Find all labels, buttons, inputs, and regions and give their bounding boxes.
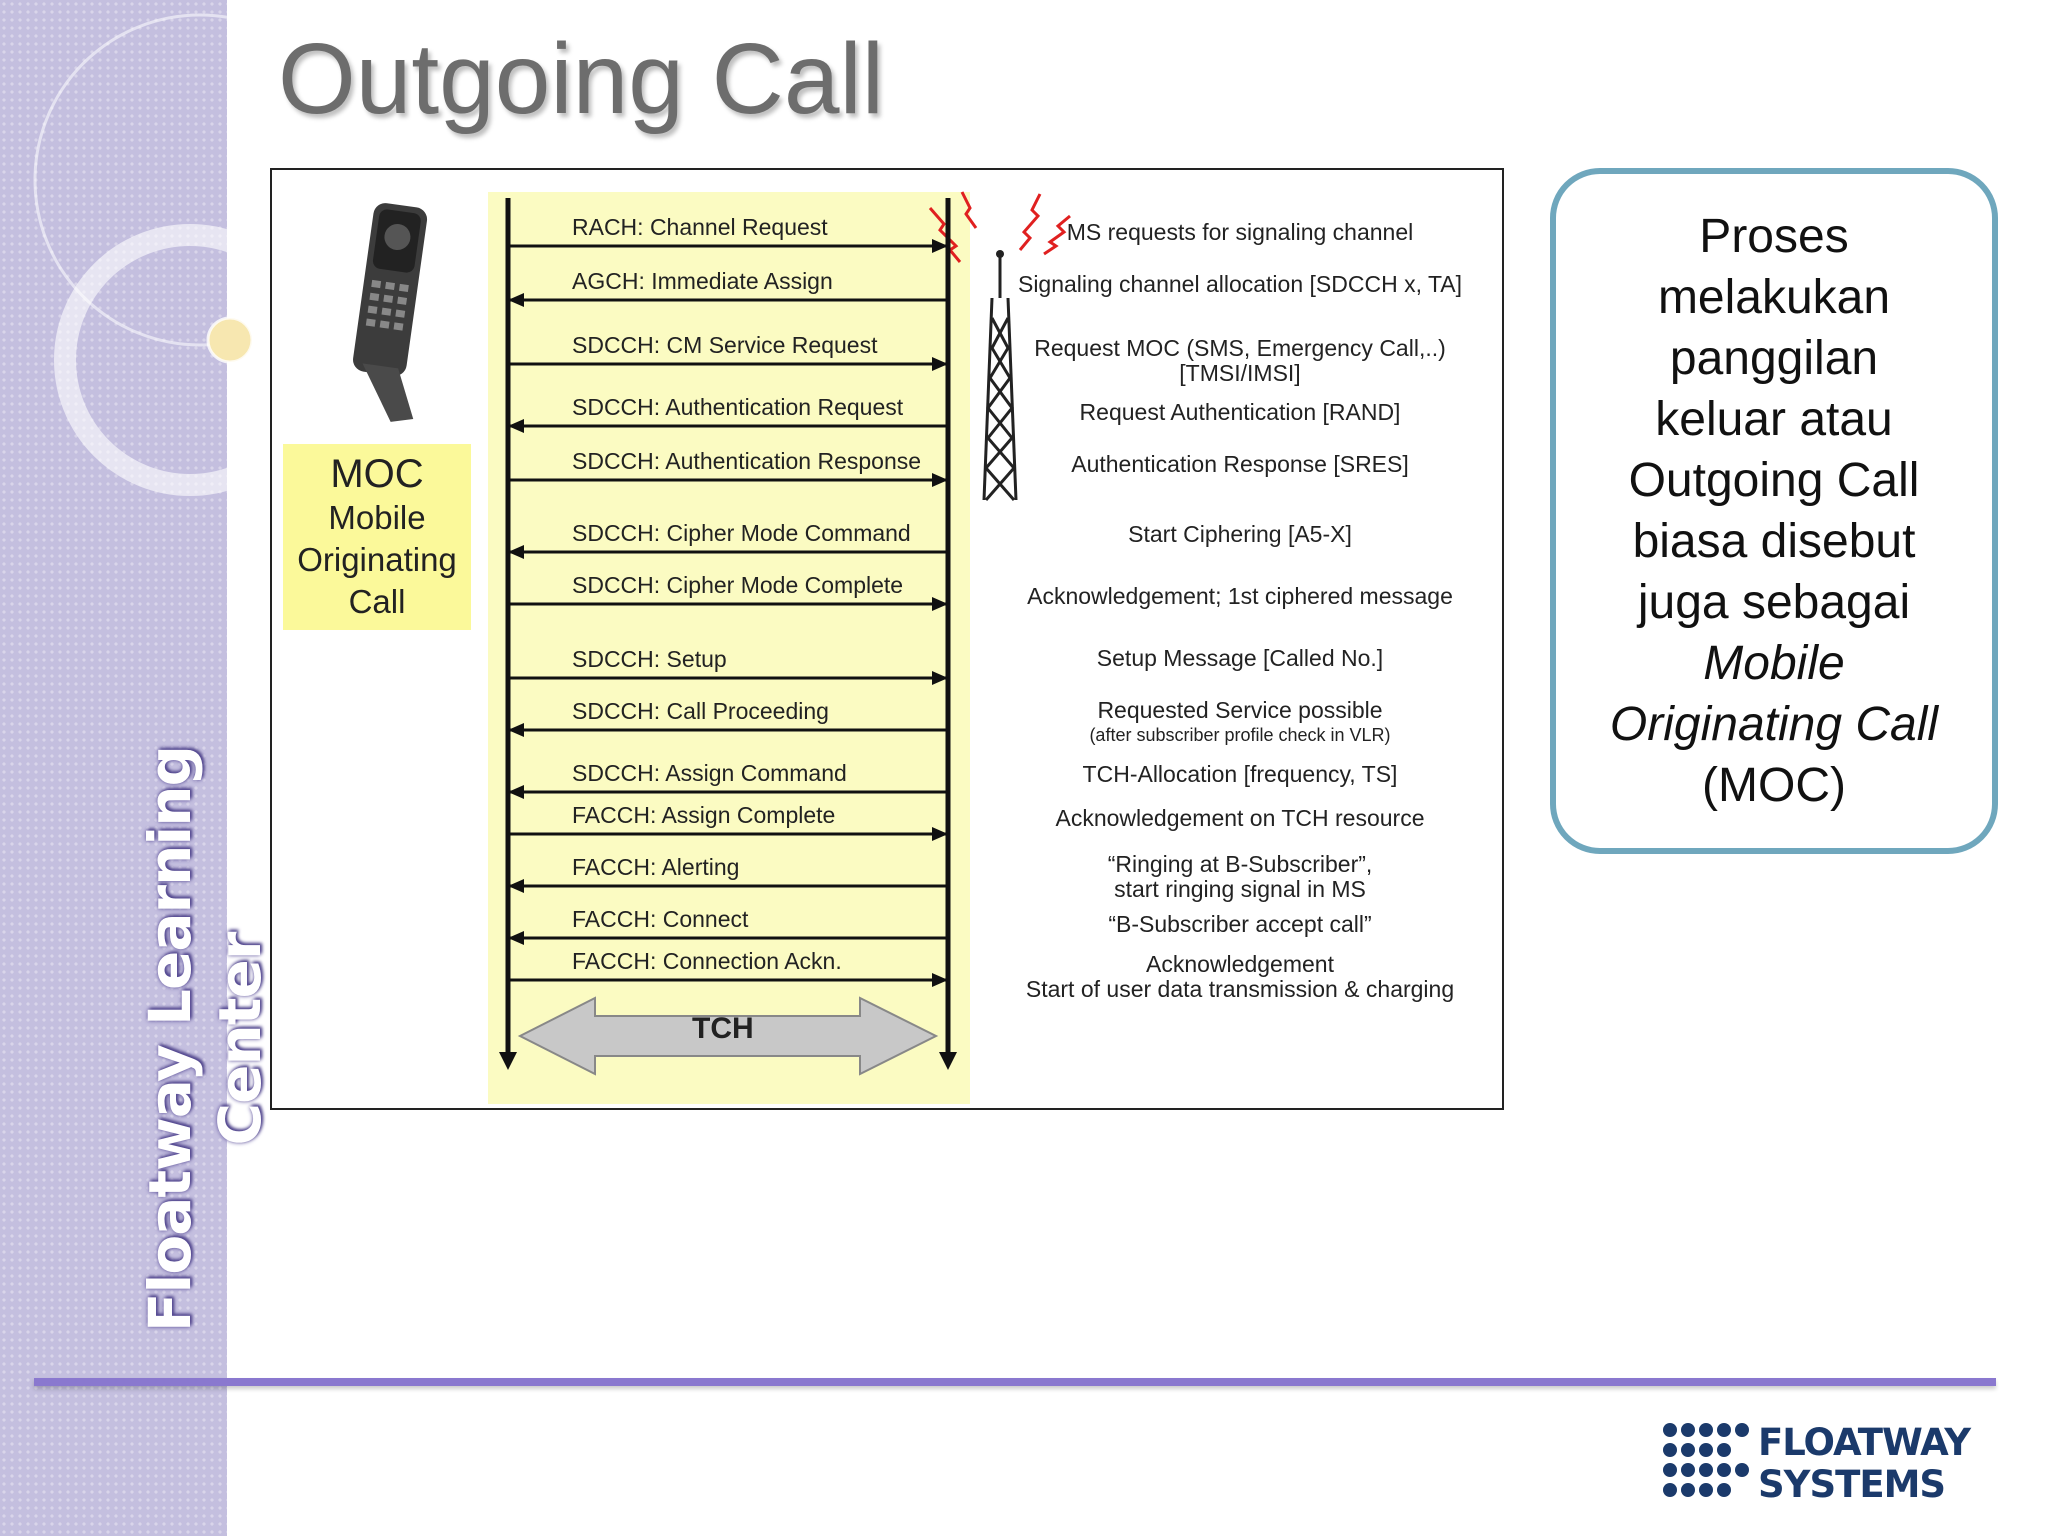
description-line: Request Authentication [RAND] [1079,399,1401,425]
message-label: SDCCH: Setup [572,646,727,672]
description-line: “Ringing at B-Subscriber”, [1107,851,1373,877]
ms-lifeline-arrowhead [499,1052,517,1070]
message-label: SDCCH: Authentication Request [572,394,904,420]
moc-abbrev: MOC [330,452,424,496]
callout-line-3: panggilan [1669,332,1879,385]
message-label: FACCH: Connection Ackn. [572,948,842,974]
mobile-phone-icon [353,203,428,422]
message-label: SDCCH: Assign Command [572,760,847,786]
description-line: start ringing signal in MS [1114,876,1366,902]
message-label: FACCH: Assign Complete [572,802,836,828]
message-description: TCH-Allocation [frequency, TS] [1083,762,1398,787]
moc-line-mobile: Mobile [328,499,426,536]
tch-label: TCH [692,1012,754,1045]
callout-line-9: Originating Call [1609,698,1939,751]
arrowhead-right [932,973,948,987]
message-label: SDCCH: Authentication Response [572,448,922,474]
description-line: Request MOC (SMS, Emergency Call,..) [1034,335,1446,361]
callout-line-10: (MOC) [1702,759,1846,812]
message-description: Request Authentication [RAND] [1080,400,1401,425]
moc-line-originating: Originating [297,541,457,578]
description-line: Start of user data transmission & chargi… [1025,976,1455,1002]
callout-line-4: keluar atau [1655,393,1893,446]
arrowhead-right [932,597,948,611]
slide-title: Outgoing Call [278,23,884,135]
bts-lifeline-arrowhead [939,1052,957,1070]
description-line: MS requests for signaling channel [1066,219,1414,245]
message-label: SDCCH: Cipher Mode Complete [572,572,904,598]
message-label: FACCH: Connect [572,906,749,932]
logo-dots-icon [1663,1423,1749,1497]
moc-line-call: Call [348,583,406,620]
message-label: RACH: Channel Request [572,214,828,240]
message-flow-background [488,192,970,1104]
arrowhead-left [508,931,524,945]
message-description: Request MOC (SMS, Emergency Call,..)[TMS… [1034,336,1446,386]
message-description: “B-Subscriber accept call” [1108,912,1371,937]
arrowhead-right [932,671,948,685]
message-description: Authentication Response [SRES] [1071,452,1409,477]
arrowhead-left [508,293,524,307]
message-description: Signaling channel allocation [SDCCH x, T… [1018,272,1462,297]
arrowhead-right [932,827,948,841]
arrowhead-left [508,785,524,799]
explanation-callout: Proses melakukan panggilan keluar atau O… [1550,168,1998,854]
description-line: Acknowledgement; 1st ciphered message [1027,583,1453,609]
callout-line-2: melakukan [1657,271,1891,324]
description-line: Signaling channel allocation [SDCCH x, T… [1017,271,1463,297]
description-line: TCH-Allocation [frequency, TS] [1082,761,1398,787]
message-description: Acknowledgement; 1st ciphered message [1027,584,1453,609]
message-description: Requested Service possible(after subscri… [1089,698,1390,748]
description-line: Acknowledgement on TCH resource [1055,805,1425,831]
message-label: SDCCH: CM Service Request [572,332,878,358]
message-label: SDCCH: Cipher Mode Command [572,520,911,546]
message-description: Setup Message [Called No.] [1097,646,1383,671]
callout-line-6: biasa disebut [1632,515,1916,568]
message-description: “Ringing at B-Subscriber”,start ringing … [1108,852,1373,902]
description-line: Setup Message [Called No.] [1096,645,1384,671]
description-line: Requested Service possible [1097,697,1383,723]
message-description: Acknowledgement on TCH resource [1055,806,1424,831]
arrowhead-right [932,239,948,253]
arrowhead-left [508,723,524,737]
logo-text: FLOATWAY SYSTEMS [1758,1421,1971,1506]
message-description: Start Ciphering [A5-X] [1128,522,1352,547]
tch-double-arrow [517,996,939,1076]
description-line: Start Ciphering [A5-X] [1128,521,1352,547]
moc-label-box: MOC Mobile Originating Call [283,444,471,630]
message-label: AGCH: Immediate Assign [572,268,833,294]
description-line: Acknowledgement [1146,951,1334,977]
callout-line-7: juga sebagai [1637,576,1911,629]
arrowhead-left [508,879,524,893]
callout-line-1: Proses [1699,210,1849,263]
description-note: (after subscriber profile check in VLR) [1089,725,1391,745]
message-label: FACCH: Alerting [572,854,740,880]
message-label: SDCCH: Call Proceeding [572,698,829,724]
footer-divider [34,1378,1996,1386]
logo-line-1: FLOATWAY [1758,1421,1971,1464]
arrowhead-left [508,419,524,433]
arrowhead-left [508,545,524,559]
company-logo: FLOATWAY SYSTEMS [1658,1416,1971,1510]
callout-line-5: Outgoing Call [1628,454,1920,507]
callout-line-8: Mobile [1703,637,1845,690]
description-line: “B-Subscriber accept call” [1108,911,1372,937]
arrowhead-right [932,357,948,371]
message-description: MS requests for signaling channel [1067,220,1413,245]
arrowhead-right [932,473,948,487]
logo-line-2: SYSTEMS [1758,1463,1946,1506]
description-line: Authentication Response [SRES] [1071,451,1409,477]
description-line: [TMSI/IMSI] [1179,360,1301,386]
